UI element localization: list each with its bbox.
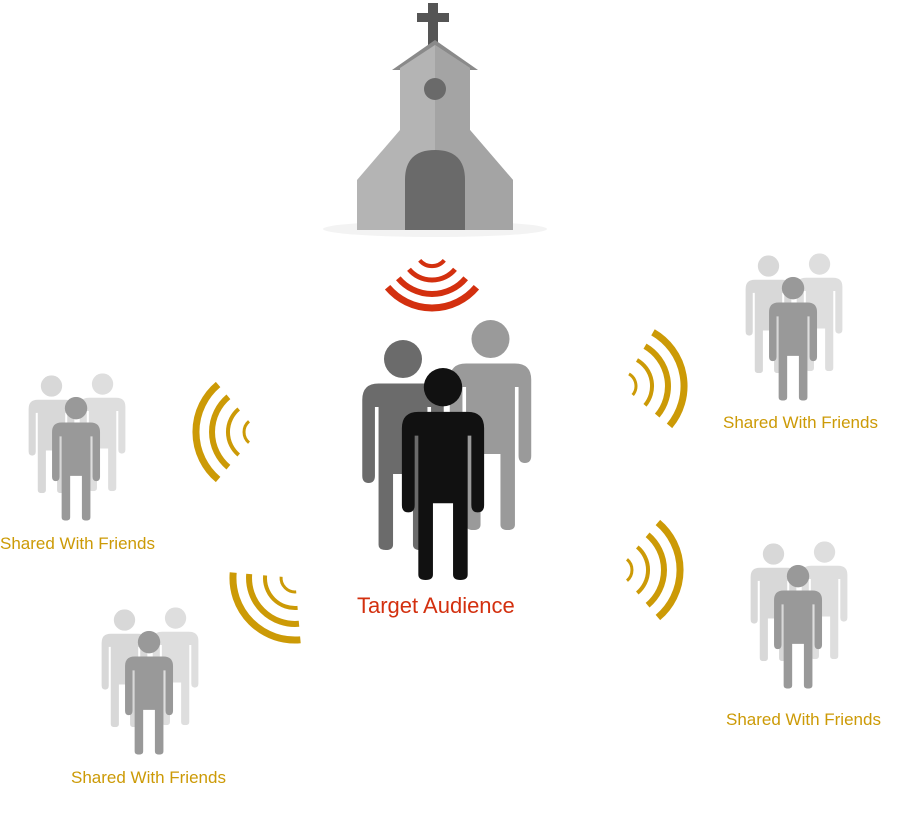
- friends-label-right-bottom: Shared With Friends: [726, 710, 881, 729]
- wave-arc: [229, 572, 301, 644]
- wave-arc: [651, 329, 688, 429]
- wave-arc: [628, 372, 638, 396]
- wave-arc: [655, 519, 684, 621]
- wave-arc: [192, 381, 221, 483]
- wave-arc: [225, 407, 241, 457]
- wave-arc: [246, 573, 300, 627]
- friend-group-right-top: [746, 253, 843, 400]
- friend-group-left-bottom: [102, 607, 199, 754]
- friend-group-left-top: [29, 373, 126, 520]
- wave-arc: [635, 358, 655, 407]
- wave-arc: [625, 558, 634, 582]
- church-icon: [323, 3, 547, 237]
- wave-arc: [209, 394, 231, 470]
- wave-arc: [263, 575, 298, 610]
- friends-label-left-top: Shared With Friends: [0, 534, 155, 553]
- signal-waves-icon: [625, 519, 684, 621]
- friends-label-left-bottom: Shared With Friends: [71, 768, 226, 787]
- audience-group-icon: [362, 320, 532, 580]
- signal-waves-icon: [192, 381, 251, 483]
- friend-group-right-bottom: [751, 541, 848, 688]
- wave-arc: [407, 267, 457, 283]
- wave-arc: [242, 420, 251, 444]
- wave-arc: [635, 545, 651, 595]
- target-audience-label: Target Audience: [357, 593, 515, 618]
- signal-waves-icon: [384, 258, 480, 312]
- wave-arc: [645, 532, 667, 608]
- wave-arc: [643, 343, 671, 418]
- wave-arc: [279, 576, 297, 594]
- signal-waves-icon: [628, 329, 688, 429]
- wave-arc: [384, 284, 480, 312]
- friends-label-right-top: Shared With Friends: [723, 413, 878, 432]
- signal-waves-icon: [229, 572, 301, 644]
- wave-arc: [396, 276, 468, 298]
- wave-arc: [418, 258, 446, 268]
